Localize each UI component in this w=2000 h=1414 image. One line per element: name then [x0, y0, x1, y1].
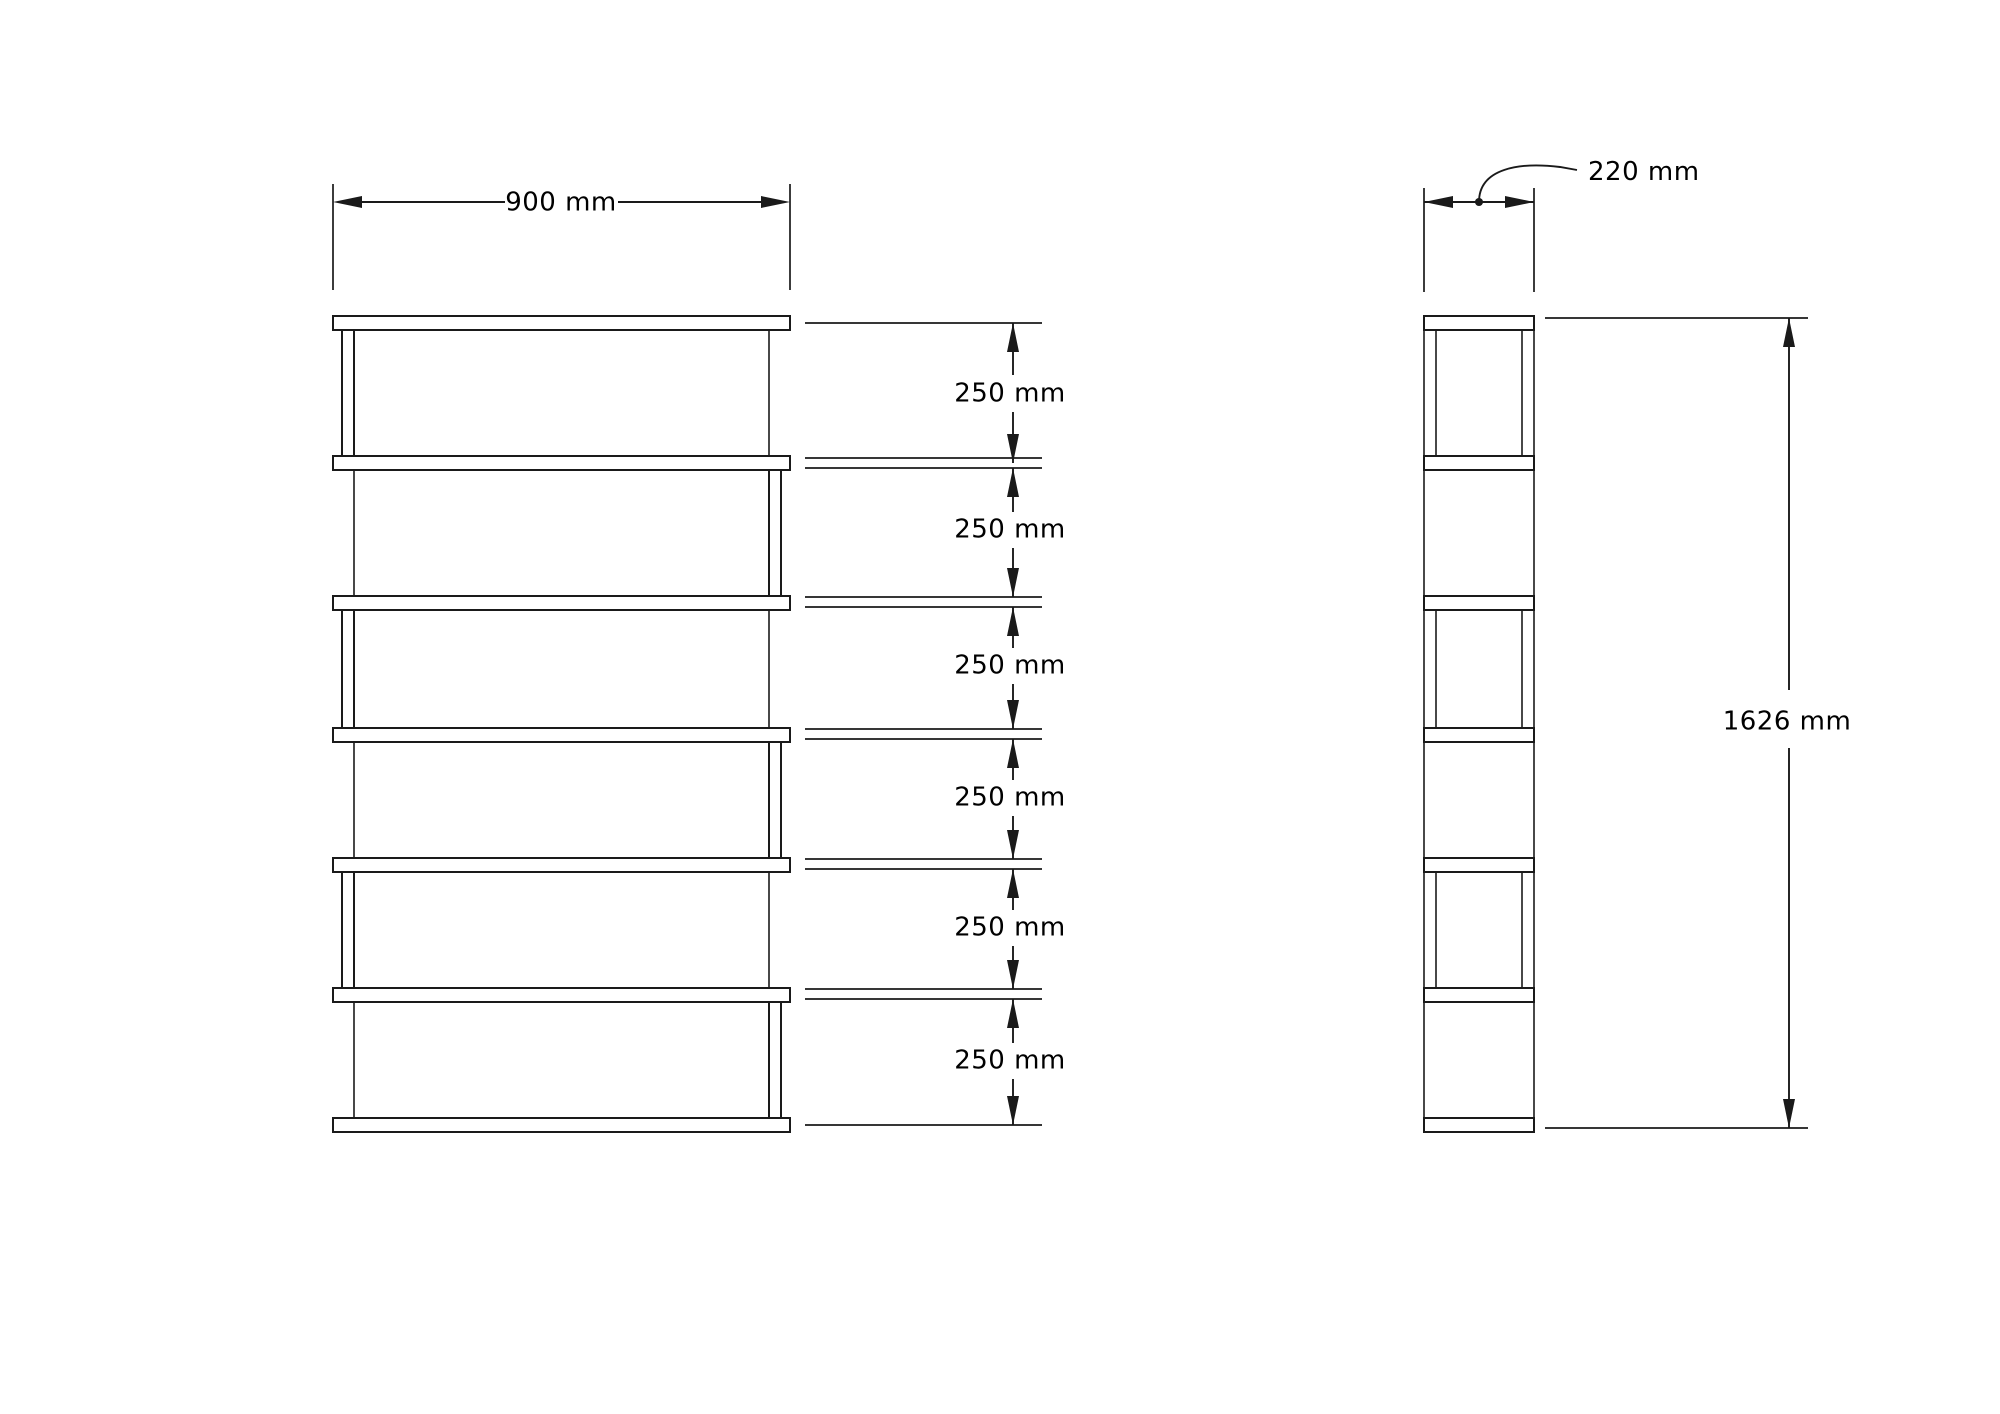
spacing-3-arrow-down-icon: [1007, 700, 1019, 729]
front-compartment-1: [353, 329, 770, 457]
side-shelf-board-3: [1423, 595, 1535, 611]
front-compartment-3: [353, 609, 770, 729]
front-side-panel-3-left: [341, 609, 355, 729]
side-inner-panel-edges: [1435, 330, 1523, 988]
overall-height-dimension: 1626 mm: [1545, 317, 1852, 1129]
height-arrow-up-icon: [1783, 318, 1795, 347]
front-shelf-board-1: [332, 315, 791, 331]
side-shelf-board-7: [1423, 1117, 1535, 1133]
spacing-5-arrow-up-icon: [1007, 869, 1019, 898]
front-shelf-board-6: [332, 987, 791, 1003]
side-shelf-board-5: [1423, 857, 1535, 873]
shelf-spacing-dim-6: 250 mm: [954, 999, 1066, 1125]
spacing-2-arrow-down-icon: [1007, 568, 1019, 597]
shelf-spacing-dim-2: 250 mm: [954, 468, 1066, 597]
shelf-spacing-dim-4: 250 mm: [954, 739, 1066, 859]
side-shelf-board-4: [1423, 727, 1535, 743]
shelf-spacing-label-3: 250 mm: [954, 651, 1066, 681]
side-shelf-board-1: [1423, 315, 1535, 331]
front-width-dim-label: 900 mm: [505, 188, 617, 218]
front-view: 900 mm: [332, 184, 791, 1133]
front-width-arrow-right-icon: [761, 196, 790, 208]
side-shelf-board-6: [1423, 987, 1535, 1003]
shelf-spacing-label-1: 250 mm: [954, 379, 1066, 409]
front-compartment-4: [353, 741, 770, 859]
front-side-panel-1-left: [341, 329, 355, 457]
side-depth-leader-line: [1478, 164, 1578, 203]
front-shelf-board-3: [332, 595, 791, 611]
spacing-5-arrow-down-icon: [1007, 960, 1019, 989]
spacing-1-arrow-up-icon: [1007, 323, 1019, 352]
shelf-spacing-label-5: 250 mm: [954, 913, 1066, 943]
front-compartment-6: [353, 1001, 770, 1119]
spacing-6-arrow-up-icon: [1007, 999, 1019, 1028]
side-shelf-board-2: [1423, 455, 1535, 471]
front-side-panel-2-right: [768, 469, 782, 597]
front-width-arrow-left-icon: [333, 196, 362, 208]
front-shelf-board-4: [332, 727, 791, 743]
spacing-4-arrow-up-icon: [1007, 739, 1019, 768]
side-depth-arrow-right-icon: [1505, 196, 1534, 208]
spacing-4-arrow-down-icon: [1007, 830, 1019, 859]
front-side-panel-4-right: [768, 741, 782, 859]
shelf-spacing-label-2: 250 mm: [954, 515, 1066, 545]
height-arrow-down-icon: [1783, 1099, 1795, 1128]
side-view: 220 mm: [1423, 157, 1700, 1133]
front-side-panel-6-right: [768, 1001, 782, 1119]
spacing-3-arrow-up-icon: [1007, 607, 1019, 636]
shelf-spacing-label-6: 250 mm: [954, 1046, 1066, 1076]
shelf-spacing-dim-5: 250 mm: [954, 869, 1066, 989]
shelf-spacing-dim-3: 250 mm: [954, 607, 1066, 729]
front-shelf-board-5: [332, 857, 791, 873]
spacing-2-arrow-up-icon: [1007, 468, 1019, 497]
side-depth-dim-label: 220 mm: [1588, 157, 1700, 187]
shelf-spacing-dimensions: 250 mm 250 mm 250 mm 250 mm: [805, 322, 1066, 1126]
spacing-1-arrow-down-icon: [1007, 434, 1019, 463]
front-shelf-board-7: [332, 1117, 791, 1133]
overall-height-dim-label: 1626 mm: [1723, 707, 1852, 737]
front-shelf-board-2: [332, 455, 791, 471]
side-depth-arrow-left-icon: [1424, 196, 1453, 208]
shelf-spacing-label-4: 250 mm: [954, 783, 1066, 813]
front-side-panel-5-left: [341, 871, 355, 989]
front-compartment-5: [353, 871, 770, 989]
spacing-6-arrow-down-icon: [1007, 1096, 1019, 1125]
shelf-spacing-dim-1: 250 mm: [954, 323, 1066, 463]
front-compartment-2: [353, 469, 770, 597]
